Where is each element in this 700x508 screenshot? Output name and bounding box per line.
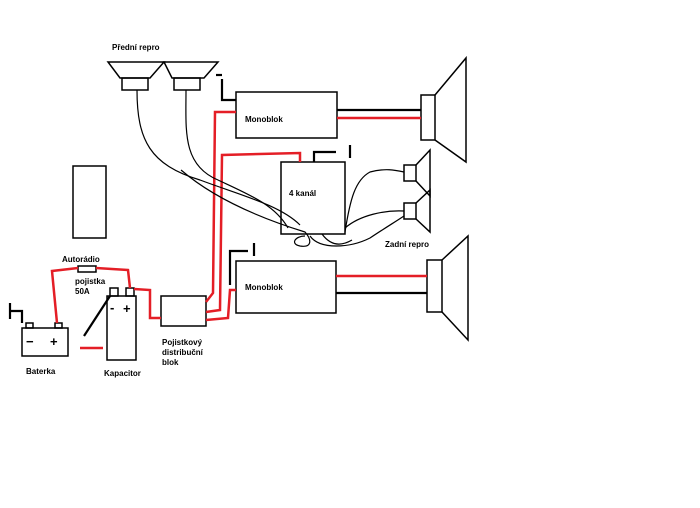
signal-rear-loop [309, 215, 405, 247]
head-unit-label: Autorádio [62, 255, 100, 264]
battery: − + [21, 322, 69, 357]
capacitor-minus-sign: - [110, 300, 114, 315]
signal-front-left [136, 89, 301, 226]
power-wire-fuse-to-capacitor [95, 266, 132, 289]
front-speaker-right [162, 61, 220, 91]
capacitor-label: Kapacitor [104, 369, 141, 378]
capacitor: - + [106, 287, 137, 361]
power-wire-block-to-top-monoblock [205, 110, 236, 303]
signal-rear-bottom [344, 210, 405, 229]
four-channel-label: 4 kanál [289, 189, 316, 198]
distribution-label-line3: blok [162, 358, 179, 367]
distribution-label-line1: Pojistkový [162, 338, 203, 347]
front-speakers-label: Přední repro [112, 43, 160, 52]
subwoofer-bottom [426, 234, 469, 342]
signal-rear-top [344, 169, 405, 233]
four-channel-amp [280, 161, 346, 235]
battery-plus-sign: + [50, 334, 58, 349]
ground-monoblock-bottom [228, 249, 248, 285]
battery-label: Baterka [26, 367, 56, 376]
monoblock-bottom-label: Monoblok [245, 283, 283, 292]
fuse-50a [77, 265, 97, 273]
head-unit [72, 165, 107, 239]
capacitor-plus-sign: + [123, 301, 131, 316]
fuse-label-line2: 50A [75, 287, 90, 296]
distribution-label-line2: distribuční [162, 348, 204, 357]
power-wire-capacitor-to-block [133, 287, 161, 320]
signal-head-unit-loop [180, 169, 311, 247]
fuse-distribution-block [160, 295, 207, 327]
front-speaker-left [106, 61, 166, 91]
battery-ground [10, 309, 24, 323]
signal-rear-loop-2 [321, 233, 353, 245]
ground-four-channel [312, 150, 336, 162]
power-wire-block-to-four-channel [205, 151, 302, 314]
power-wire-battery-to-fuse [50, 266, 79, 324]
monoblock-top-label: Monoblok [245, 115, 283, 124]
rear-speakers-label: Zadní repro [385, 240, 429, 249]
ground-monoblock-top [220, 79, 236, 102]
monoblock-bottom [235, 260, 337, 314]
signal-front-right [185, 89, 289, 229]
rear-speaker-top [403, 148, 431, 198]
rear-speaker-bottom [403, 188, 431, 234]
battery-minus-sign: − [26, 334, 34, 349]
subwoofer-top [420, 55, 467, 164]
capacitor-ground-wire [83, 295, 111, 337]
monoblock-top [235, 91, 338, 139]
fuse-label-line1: pojistka [75, 277, 106, 286]
power-wire-block-to-bottom-monoblock [205, 288, 236, 322]
